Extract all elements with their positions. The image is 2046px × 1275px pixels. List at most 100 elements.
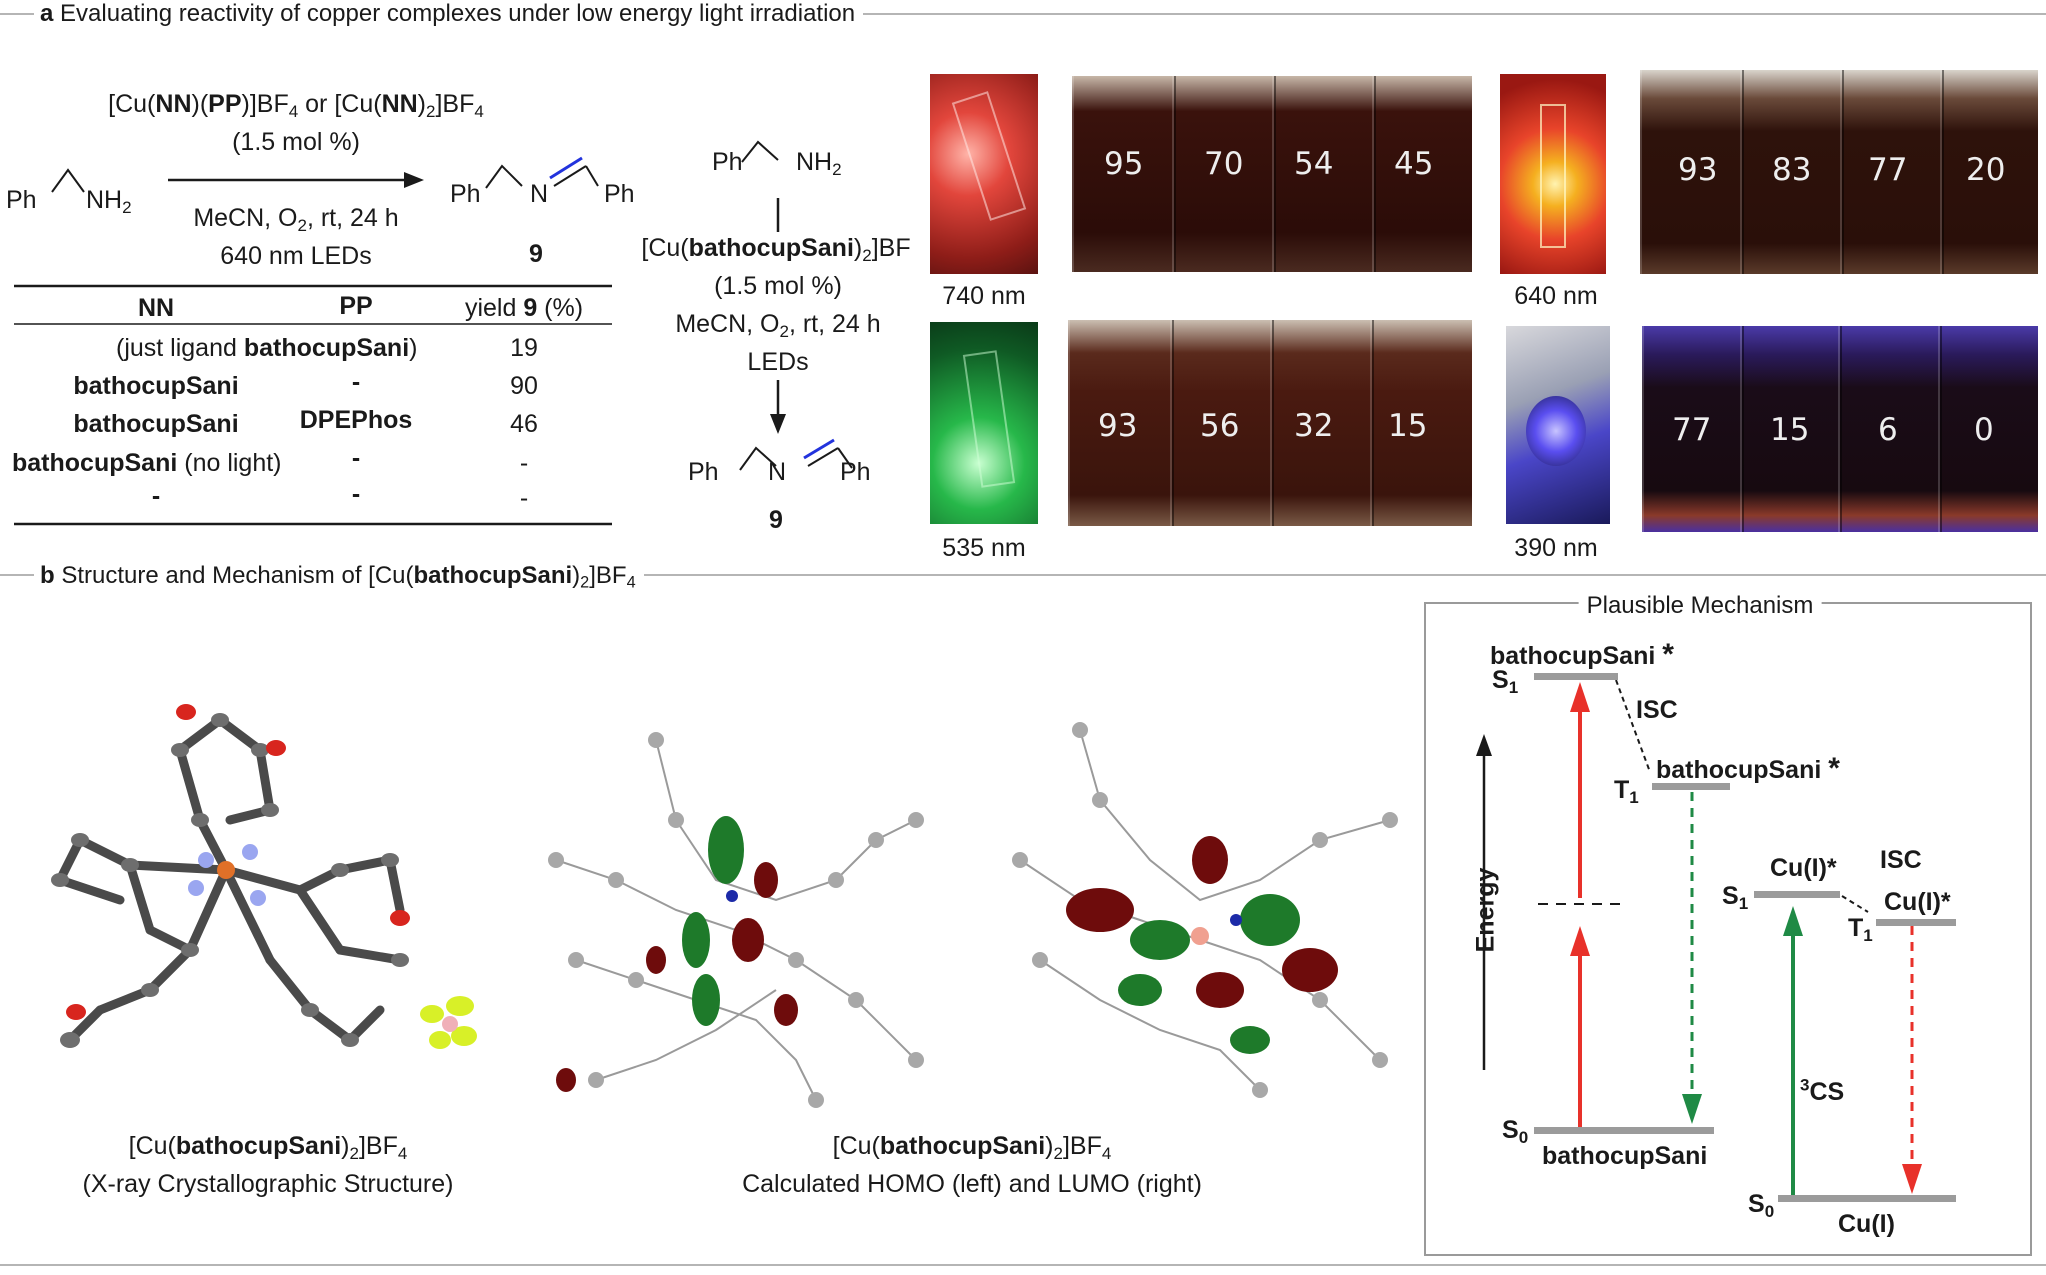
table-row-2-yield: 90 [510,372,538,400]
energy-axis-label: Energy [1471,867,1500,953]
scheme2-conditions: MeCN, O2, rt, 24 h [675,310,881,341]
cu-s1-label: Cu(I)* [1770,854,1837,882]
mechanism-arrows [1476,679,1922,1198]
reaction-conditions: MeCN, O2, rt, 24 h [193,204,399,235]
vial-photo-640: 93 83 77 20 [1640,70,2038,274]
cu-isc-label: ISC [1880,846,1922,874]
lamp-photo-535 [930,322,1038,524]
cu-s1-level [1754,891,1840,898]
yield-640-vial-3: 77 [1868,152,1908,188]
yield-390-vial-1: 77 [1672,412,1712,448]
table-header-nn: NN [137,294,175,322]
table-row-3-yield: 46 [510,410,538,438]
yield-640-vial-2: 83 [1772,152,1812,188]
scheme1-graphics [14,156,612,526]
section-a-heading: a Evaluating reactivity of copper comple… [34,0,864,28]
homo-orbital-image [548,732,924,1108]
ligand-s1-level [1534,673,1618,680]
yield-640-vial-1: 93 [1678,152,1718,188]
section-b-letter: b [40,562,55,589]
product-number: 9 [529,240,543,268]
mechanism-title: Plausible Mechanism [1578,594,1822,618]
table-row-1-nn: (just ligand bathocupSani) [116,334,418,362]
table-row-5-yield: - [519,484,529,512]
catalyst-formula: [Cu(NN)(PP)]BF4 or [Cu(NN)2]BF4 [108,90,484,121]
lamp-label-390: 390 nm [1514,534,1598,562]
cu-s0-label: Cu(I) [1838,1210,1895,1238]
section-b-heading: b Structure and Mechanism of [Cu(bathocu… [34,562,644,592]
vial-photo-390: 77 15 6 0 [1642,326,2038,532]
lamp-photo-390 [1506,326,1610,524]
lamp-label-740: 740 nm [942,282,1026,310]
ligand-t1-level [1652,783,1730,790]
lamp-label-640: 640 nm [1514,282,1598,310]
table-row-1-yield: 19 [510,334,538,362]
section-b-rule [0,574,2046,576]
scheme2-reactant-nh2: NH2 [796,148,842,179]
scheme2-product-ph-right: Ph [840,458,871,486]
cu-t1-level [1876,919,1956,926]
section-a-letter: a [40,0,54,27]
cu-s1-state: S1 [1722,882,1749,913]
section-a-title: Evaluating reactivity of copper complexe… [60,0,856,27]
dft-caption-description: Calculated HOMO (left) and LUMO (right) [742,1170,1202,1198]
scheme2-product-n: N [768,458,787,486]
lamp-photo-640 [1500,74,1606,274]
product-n: N [530,180,549,208]
table-row-4-nn: bathocupSani (no light) [12,449,282,477]
section-b-title: Structure and Mechanism of [Cu(bathocupS… [61,562,636,592]
yield-390-vial-4: 0 [1974,412,1994,448]
table-row-4-pp: - [351,444,361,472]
cu-s0-level [1778,1195,1956,1202]
lumo-orbital-image [1012,722,1398,1098]
vial-photo-535: 93 56 32 15 [1068,320,1472,526]
product-ph-left: Ph [450,180,481,208]
scheme2-graphics [739,140,853,471]
yield-740-vial-2: 70 [1204,146,1244,182]
ligand-s1-state: S1 [1492,666,1519,697]
yield-740-vial-3: 54 [1294,146,1334,182]
product-ph-right: Ph [604,180,635,208]
scheme2-light: LEDs [747,348,809,376]
table-row-2-nn: bathocupSani [73,372,239,400]
ligand-s1-label: bathocupSani * [1490,638,1674,671]
table-header-pp: PP [339,292,373,320]
yield-740-vial-1: 95 [1104,146,1144,182]
cu-t1-label: Cu(I)* [1884,888,1951,916]
xray-caption-description: (X-ray Crystallographic Structure) [82,1170,454,1198]
scheme2-product-ph-left: Ph [688,458,719,486]
charge-separation-label: 3CS [1800,1075,1845,1106]
section-a-rule [0,13,2046,15]
yield-390-vial-2: 15 [1770,412,1810,448]
yield-640-vial-4: 20 [1966,152,2006,188]
xray-structure-image [51,704,477,1049]
lamp-photo-740 [930,74,1038,274]
table-row-5-pp: - [351,480,361,508]
yield-390-vial-3: 6 [1878,412,1898,448]
yield-535-vial-1: 93 [1098,408,1138,444]
ligand-t1-state: T1 [1614,776,1639,807]
scheme2-product-number: 9 [769,506,783,534]
vial-photo-740: 95 70 54 45 [1072,76,1472,272]
reactant-ph: Ph [6,186,37,214]
ligand-s0-level [1534,1127,1714,1134]
table-row-3-pp: DPEPhos [299,406,413,434]
yield-740-vial-4: 45 [1394,146,1434,182]
ligand-t1-label: bathocupSani * [1656,752,1840,785]
table-row-2-pp: - [351,368,361,396]
ligand-s0-label: bathocupSani [1542,1142,1708,1170]
ligand-isc-label: ISC [1636,696,1678,724]
table-header-yield: yield 9 (%) [464,294,584,322]
reactant-nh2: NH2 [86,186,132,217]
lamp-label-535: 535 nm [942,534,1026,562]
light-source: 640 nm LEDs [220,242,372,270]
yield-535-vial-2: 56 [1200,408,1240,444]
cu-t1-state: T1 [1848,914,1873,945]
bottom-rule [0,1264,2046,1266]
catalyst-loading: (1.5 mol %) [232,128,360,156]
scheme2-loading: (1.5 mol %) [714,272,842,300]
dft-caption-formula: [Cu(bathocupSani)2]BF4 [832,1132,1112,1163]
table-row-5-nn: - [151,482,161,510]
yield-535-vial-4: 15 [1388,408,1428,444]
cu-s0-state: S0 [1748,1190,1775,1221]
